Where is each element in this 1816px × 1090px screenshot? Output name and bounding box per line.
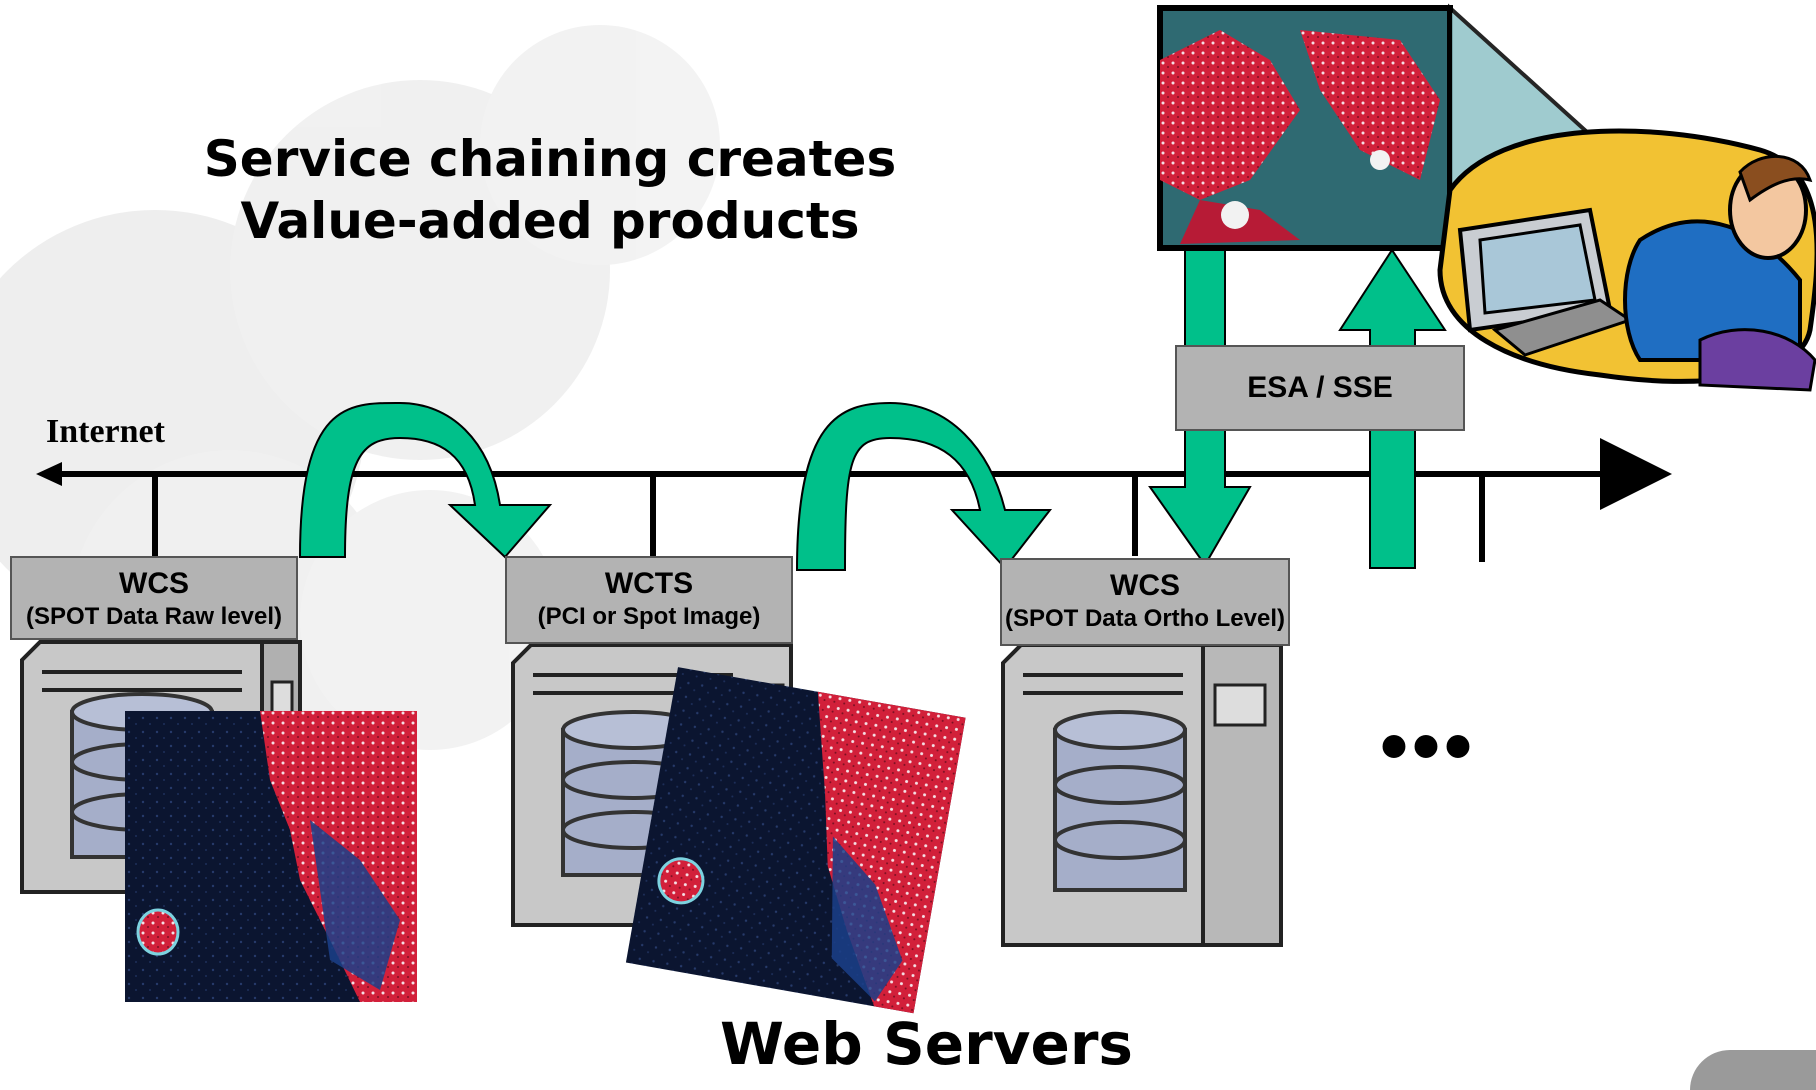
satellite-image [1157,5,1453,251]
service-description: (PCI or Spot Image) [537,603,761,630]
internet-label: Internet [46,413,165,450]
user-at-computer-illustration [1437,128,1816,392]
service-box-wcs-raw: WCS (SPOT Data Raw level) [10,556,298,640]
curved-arrow-icon [298,401,553,559]
curved-arrow-icon [795,401,1053,571]
service-name: WCS [1110,569,1180,602]
satellite-image [625,667,966,1014]
more-servers-indicator: ••• [1380,701,1477,790]
title-line-2: Value-added products [240,192,860,250]
left-arrowhead [36,462,62,486]
title-line-1: Service chaining creates [203,130,897,188]
satellite-image [125,711,417,1002]
logo [1690,1050,1816,1090]
footer-label: Web Servers [720,1010,1133,1078]
service-box-wcts: WCTS (PCI or Spot Image) [505,556,793,644]
service-description: (SPOT Data Raw level) [25,603,283,630]
portal-box-esa-sse: ESA / SSE [1175,345,1465,431]
service-box-wcs-ortho: WCS (SPOT Data Ortho Level) [1000,558,1290,646]
service-description: (SPOT Data Ortho Level) [1004,605,1286,632]
portal-label: ESA / SSE [1247,371,1393,404]
service-name: WCTS [604,567,694,600]
database-icon [1053,710,1187,892]
diagram-title: Service chaining creates Value-added pro… [190,128,910,252]
service-name: WCS [119,567,189,600]
server-icon [1001,643,1283,947]
